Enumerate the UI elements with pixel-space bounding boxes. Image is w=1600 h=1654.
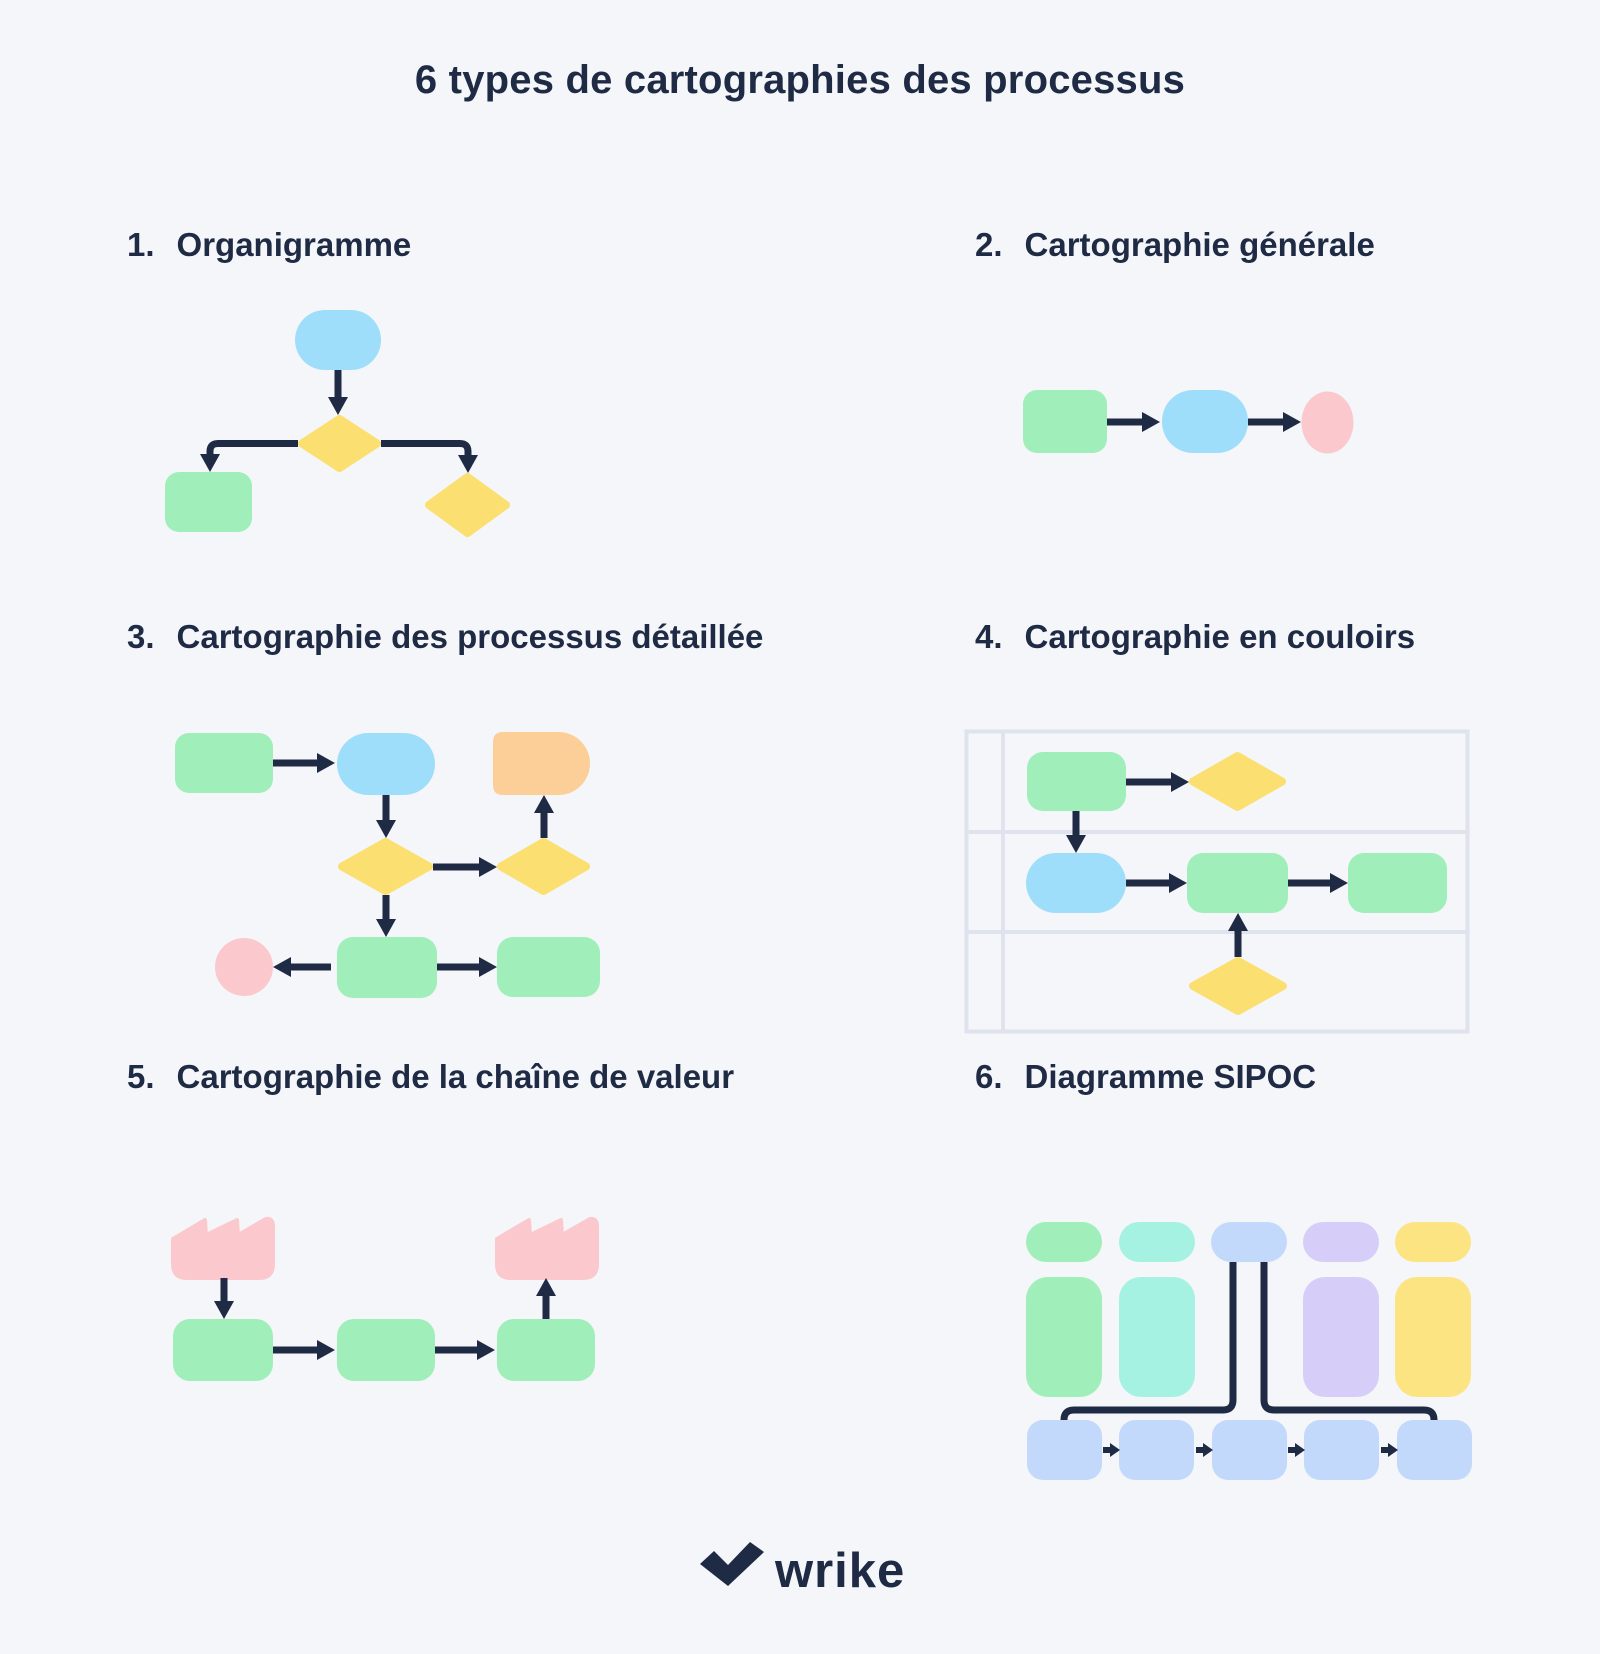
- section-number: 1.: [127, 226, 155, 263]
- section-label: Cartographie en couloirs: [1024, 618, 1416, 655]
- processus-detaillee-diagram: [175, 732, 600, 998]
- flow-node-process: [1027, 752, 1126, 811]
- flow-node-process: [165, 472, 252, 532]
- flow-node-decision: [425, 473, 510, 537]
- arrowhead-icon: [1142, 412, 1160, 432]
- section-title-chaine-de-valeur: 5. Cartographie de la chaîne de valeur: [127, 1058, 734, 1096]
- sipoc-header-customers: [1395, 1222, 1471, 1262]
- flow-node-decision: [1189, 957, 1287, 1015]
- section-number: 4.: [975, 618, 1003, 655]
- flow-node-process: [175, 733, 273, 793]
- sipoc-process-step: [1397, 1420, 1472, 1480]
- flow-node-process: [497, 937, 600, 997]
- section-title-organigramme: 1. Organigramme: [127, 226, 411, 264]
- sipoc-header-inputs: [1119, 1222, 1195, 1262]
- factory-icon: [495, 1216, 599, 1280]
- section-number: 5.: [127, 1058, 155, 1095]
- arrowhead-icon: [479, 857, 497, 877]
- wrike-check-icon: [700, 1542, 764, 1586]
- sipoc-column-block: [1119, 1277, 1195, 1397]
- arrowhead-icon: [1110, 1443, 1120, 1457]
- wrike-logo: wrike: [700, 1542, 905, 1598]
- arrowhead-icon: [317, 1340, 335, 1360]
- organigramme-diagram: [165, 310, 510, 537]
- flow-connector: [381, 440, 472, 455]
- flow-node-process: [173, 1319, 273, 1381]
- section-number: 2.: [975, 226, 1003, 263]
- arrowhead-icon: [1228, 913, 1248, 931]
- arrowhead-icon: [376, 820, 396, 838]
- section-number: 3.: [127, 618, 155, 655]
- arrowhead-icon: [1295, 1443, 1305, 1457]
- flow-node-process: [1023, 390, 1107, 453]
- section-number: 6.: [975, 1058, 1003, 1095]
- section-label: Cartographie générale: [1024, 226, 1375, 263]
- arrowhead-icon: [458, 455, 478, 473]
- flow-node-end: [1301, 391, 1354, 454]
- arrowhead-icon: [1330, 873, 1348, 893]
- sipoc-process-step: [1212, 1420, 1287, 1480]
- flow-node-decision: [338, 838, 433, 895]
- arrowhead-icon: [1066, 835, 1086, 853]
- flow-node-end: [215, 938, 273, 996]
- flow-node-step: [337, 733, 435, 795]
- sipoc-process-step: [1027, 1420, 1102, 1480]
- section-title-sipoc: 6. Diagramme SIPOC: [975, 1058, 1316, 1096]
- sipoc-process-step: [1304, 1420, 1379, 1480]
- arrowhead-icon: [1171, 772, 1189, 792]
- chaine-de-valeur-diagram: [171, 1216, 599, 1381]
- flow-node-process: [337, 937, 437, 998]
- arrowhead-icon: [1388, 1443, 1398, 1457]
- flow-node-step: [1162, 390, 1248, 453]
- flow-connector: [1060, 1262, 1237, 1422]
- section-label: Organigramme: [176, 226, 412, 263]
- arrowhead-icon: [536, 1278, 556, 1296]
- cartographie-generale-diagram: [1023, 390, 1354, 454]
- arrowhead-icon: [376, 919, 396, 937]
- couloirs-diagram: [964, 729, 1470, 1034]
- arrowhead-icon: [328, 397, 348, 415]
- arrowhead-icon: [477, 1340, 495, 1360]
- arrowhead-icon: [214, 1301, 234, 1319]
- flow-node-delay: [493, 732, 590, 795]
- arrowhead-icon: [200, 454, 220, 472]
- section-label: Diagramme SIPOC: [1024, 1058, 1317, 1095]
- flow-node-decision: [298, 415, 381, 472]
- factory-icon: [171, 1216, 275, 1280]
- sipoc-header-process: [1211, 1222, 1287, 1262]
- arrowhead-icon: [1169, 873, 1187, 893]
- swimlane-table: [964, 729, 1470, 1034]
- arrowhead-icon: [1203, 1443, 1213, 1457]
- sipoc-header-suppliers: [1026, 1222, 1102, 1262]
- sipoc-column-block: [1303, 1277, 1379, 1397]
- flow-node-decision: [1189, 752, 1286, 811]
- section-label: Cartographie de la chaîne de valeur: [176, 1058, 735, 1095]
- section-label: Cartographie des processus détaillée: [176, 618, 764, 655]
- flow-connector: [206, 440, 298, 454]
- section-title-cartographie-generale: 2. Cartographie générale: [975, 226, 1375, 264]
- sipoc-column-block: [1395, 1277, 1471, 1397]
- flow-node-process: [1348, 853, 1447, 913]
- flow-node-start: [295, 310, 381, 370]
- sipoc-header-outputs: [1303, 1222, 1379, 1262]
- section-title-processus-detaillee: 3. Cartographie des processus détaillée: [127, 618, 763, 656]
- wrike-logo-text: wrike: [774, 1544, 905, 1598]
- flow-connector: [1260, 1262, 1438, 1422]
- flow-node-process: [337, 1319, 435, 1381]
- section-title-couloirs: 4. Cartographie en couloirs: [975, 618, 1415, 656]
- sipoc-process-step: [1119, 1420, 1194, 1480]
- flow-node-process: [497, 1319, 595, 1381]
- arrowhead-icon: [534, 795, 554, 813]
- arrowhead-icon: [479, 957, 497, 977]
- sipoc-column-block: [1026, 1277, 1102, 1397]
- sipoc-diagram: [1026, 1222, 1472, 1480]
- flow-node-decision: [497, 838, 590, 895]
- arrowhead-icon: [273, 957, 291, 977]
- flow-node-step: [1026, 853, 1126, 913]
- flow-node-process: [1187, 853, 1288, 913]
- arrowhead-icon: [1283, 412, 1301, 432]
- arrowhead-icon: [317, 753, 335, 773]
- page-title: 6 types de cartographies des processus: [414, 58, 1186, 102]
